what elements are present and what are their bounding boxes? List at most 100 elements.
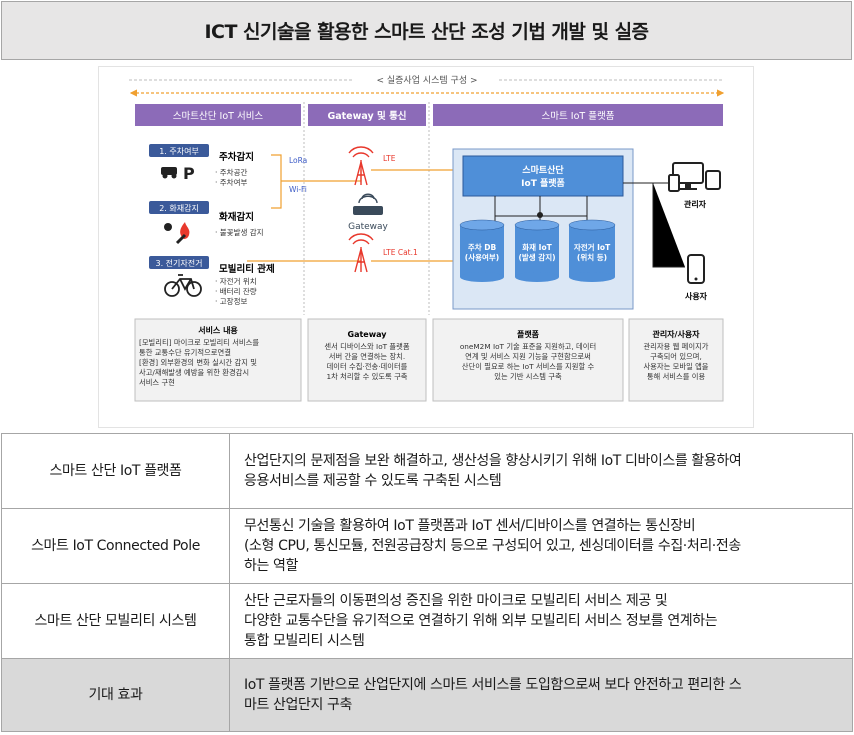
- desc-service-line-1: [모빌리티] 마이크로 모빌리티 서비스를: [139, 338, 259, 347]
- db-connector-node: [537, 212, 543, 218]
- table-row: 스마트 산단 모빌리티 시스템 산단 근로자들의 이동편의성 증진을 위한 마이…: [1, 583, 853, 659]
- db-cylinder-1: [459, 219, 505, 282]
- row-line: IoT 플랫폼 기반으로 산업단지에 스마트 서비스를 도입함으로써 보다 안전…: [244, 677, 742, 693]
- row-line: 산업단지의 문제점을 보완 해결하고, 생산성을 향상시키기 위해 IoT 디바…: [244, 453, 742, 469]
- col2-header: Gateway 및 통신: [327, 110, 406, 122]
- service3-item-1: · 자전거 위치: [215, 276, 257, 286]
- row-description: 무선통신 기술을 활용하여 IoT 플랫폼과 IoT 센서/디바이스를 연결하는…: [229, 508, 853, 584]
- system-diagram: < 실증사업 시스템 구성 > 스마트산단 IoT 서비스 Gateway 및 …: [98, 66, 754, 428]
- fire-sensor-icon: [164, 222, 190, 245]
- antenna-icon-bottom: [348, 233, 374, 273]
- service2-title: 화재감지: [219, 211, 254, 223]
- db-1-line2: (사용여부): [465, 252, 499, 262]
- service1-item-1: · 주차공간: [215, 167, 247, 177]
- db-cylinder-2: [514, 219, 560, 282]
- row-label: 기대 효과: [1, 658, 230, 732]
- platform-box: [462, 155, 624, 197]
- desc-gateway-title: Gateway: [348, 330, 388, 339]
- db-2-line2: (발생 감지): [518, 252, 555, 262]
- lora-wifi-connector: [271, 154, 362, 209]
- col2-header-bg: [308, 104, 426, 126]
- service1-title: 주차감지: [219, 151, 254, 163]
- diagram-caption: < 실증사업 시스템 구성 >: [376, 74, 477, 86]
- gateway-label: Gateway: [348, 222, 388, 232]
- user-label: 사용자: [685, 291, 708, 301]
- desc-gateway-line-1: 센서 디바이스와 IoT 플랫폼: [324, 342, 409, 351]
- desc-service-line-2: 통한 교통수단 유기적으로연결: [139, 348, 231, 357]
- row-description: 산단 근로자들의 이동편의성 증진을 위한 마이크로 모빌리티 서비스 제공 및…: [229, 583, 853, 659]
- antenna-icon-top: [348, 146, 374, 186]
- row-line: 무선통신 기술을 활용하여 IoT 플랫폼과 IoT 센서/디바이스를 연결하는…: [244, 518, 696, 534]
- col1-header: 스마트산단 IoT 서비스: [173, 111, 264, 122]
- desc-platform-line-1: oneM2M IoT 기술 표준을 지원하고, 데이터: [460, 342, 596, 351]
- service2-tag: 2. 화재감지: [159, 203, 199, 213]
- table-row: 스마트 산단 IoT 플랫폼 산업단지의 문제점을 보완 해결하고, 생산성을 …: [1, 433, 853, 509]
- desc-admin-line-1: 관리자용 웹 페이지가: [643, 342, 708, 351]
- desc-platform-line-3: 산단이 필요로 하는 IoT 서비스를 지원할 수: [462, 362, 595, 371]
- wifi-label: Wi-Fi: [289, 185, 307, 194]
- service3-tag: 3. 전기자전거: [156, 258, 203, 268]
- desc-gateway-line-3: 데이터 수집·전송·데이터를: [327, 362, 408, 371]
- row-label: 스마트 IoT Connected Pole: [1, 508, 230, 584]
- desc-platform-title: 플랫폼: [517, 329, 540, 339]
- row-line: 하는 역할: [244, 558, 298, 574]
- service1-tag: 1. 주차여부: [159, 146, 199, 156]
- desc-service-title: 서비스 내용: [198, 325, 238, 335]
- db-cylinder-3: [568, 219, 616, 282]
- desc-gateway-line-4: 1차 처리할 수 있도록 구축: [326, 372, 407, 381]
- desc-service-line-4: 사고/재해발생 예방을 위한 환경감시: [139, 368, 249, 377]
- user-connector: [652, 183, 685, 268]
- desc-gateway-line-2: 서버 간을 연결하는 장치.: [329, 352, 405, 361]
- desc-admin-line-4: 통해 서비스를 이용: [647, 372, 706, 381]
- desc-admin-title: 관리자/사용자: [652, 329, 700, 339]
- lora-label: LoRa: [289, 156, 307, 165]
- desc-gateway-box: [307, 318, 427, 402]
- platform-box-line2: IoT 플랫폼: [521, 177, 565, 189]
- service2-tag-bg: [149, 201, 209, 214]
- admin-label: 관리자: [684, 199, 707, 209]
- desc-admin-box: [628, 318, 724, 402]
- col3-header: 스마트 IoT 플랫폼: [542, 111, 615, 122]
- table-row: 스마트 IoT Connected Pole 무선통신 기술을 활용하여 IoT…: [1, 508, 853, 584]
- row-line: 응용서비스를 제공할 수 있도록 구축된 시스템: [244, 473, 502, 489]
- service3-tag-bg: [149, 256, 209, 269]
- service2-item-1: · 불꽃발생 감지: [215, 227, 264, 237]
- service3-item-2: · 배터리 잔량: [215, 286, 257, 296]
- row-label: 스마트 산단 모빌리티 시스템: [1, 583, 230, 659]
- row-line: (소형 CPU, 통신모듈, 전원공급장치 등으로 구성되어 있고, 센싱데이터…: [244, 538, 741, 554]
- lte-label-top: LTE: [383, 154, 396, 163]
- desktop-icon: [668, 162, 721, 192]
- row-line: 다양한 교통수단을 유기적으로 연결하기 위해 외부 모빌리티 서비스 정보를 …: [244, 613, 718, 629]
- col3-header-bg: [433, 104, 723, 126]
- db-1-line1: 주차 DB: [468, 242, 497, 252]
- row-description: 산업단지의 문제점을 보완 해결하고, 생산성을 향상시키기 위해 IoT 디바…: [229, 433, 853, 509]
- row-line: 마트 산업단지 구축: [244, 697, 352, 713]
- row-label: 스마트 산단 IoT 플랫폼: [1, 433, 230, 509]
- gateway-icon: [353, 193, 383, 215]
- definition-table: 스마트 산단 IoT 플랫폼 산업단지의 문제점을 보완 해결하고, 생산성을 …: [1, 433, 853, 732]
- service1-item-2: · 주차여부: [215, 177, 247, 187]
- table-row-effect: 기대 효과 IoT 플랫폼 기반으로 산업단지에 스마트 서비스를 도입함으로써…: [1, 658, 853, 732]
- db-2-line1: 화재 IoT: [522, 242, 552, 252]
- platform-box-line1: 스마트산단: [522, 164, 564, 176]
- desc-platform-box: [432, 318, 624, 402]
- service3-item-3: · 고장정보: [215, 296, 247, 306]
- row-line: 통합 모빌리티 시스템: [244, 633, 365, 649]
- desc-admin-line-2: 구축되어 있으며,: [650, 352, 702, 361]
- bicycle-icon: [164, 274, 202, 297]
- desc-admin-line-3: 사용자는 모바일 앱을: [643, 362, 708, 371]
- lte-connector-top: [371, 169, 460, 187]
- row-line: 산단 근로자들의 이동편의성 증진을 위한 마이크로 모빌리티 서비스 제공 및: [244, 593, 668, 609]
- service3-title: 모빌리티 관제: [219, 263, 275, 275]
- desc-service-line-3: [환경] 외부환경의 변화 실시간 감지 및: [139, 358, 257, 367]
- col1-header-bg: [135, 104, 301, 126]
- db-3-line1: 자전거 IoT: [574, 242, 611, 252]
- service1-tag-bg: [149, 144, 209, 157]
- row-description: IoT 플랫폼 기반으로 산업단지에 스마트 서비스를 도입함으로써 보다 안전…: [229, 658, 853, 732]
- desc-platform-line-4: 있는 기반 시스템 구축: [494, 372, 562, 381]
- db-3-line2: (위치 등): [577, 252, 607, 262]
- desc-platform-line-2: 연계 및 서비스 지원 기능을 구현함으로써: [465, 352, 591, 361]
- desc-service-line-5: 서비스 구현: [139, 378, 175, 387]
- desc-service-box: [134, 318, 302, 402]
- parking-p-icon: P: [183, 164, 195, 183]
